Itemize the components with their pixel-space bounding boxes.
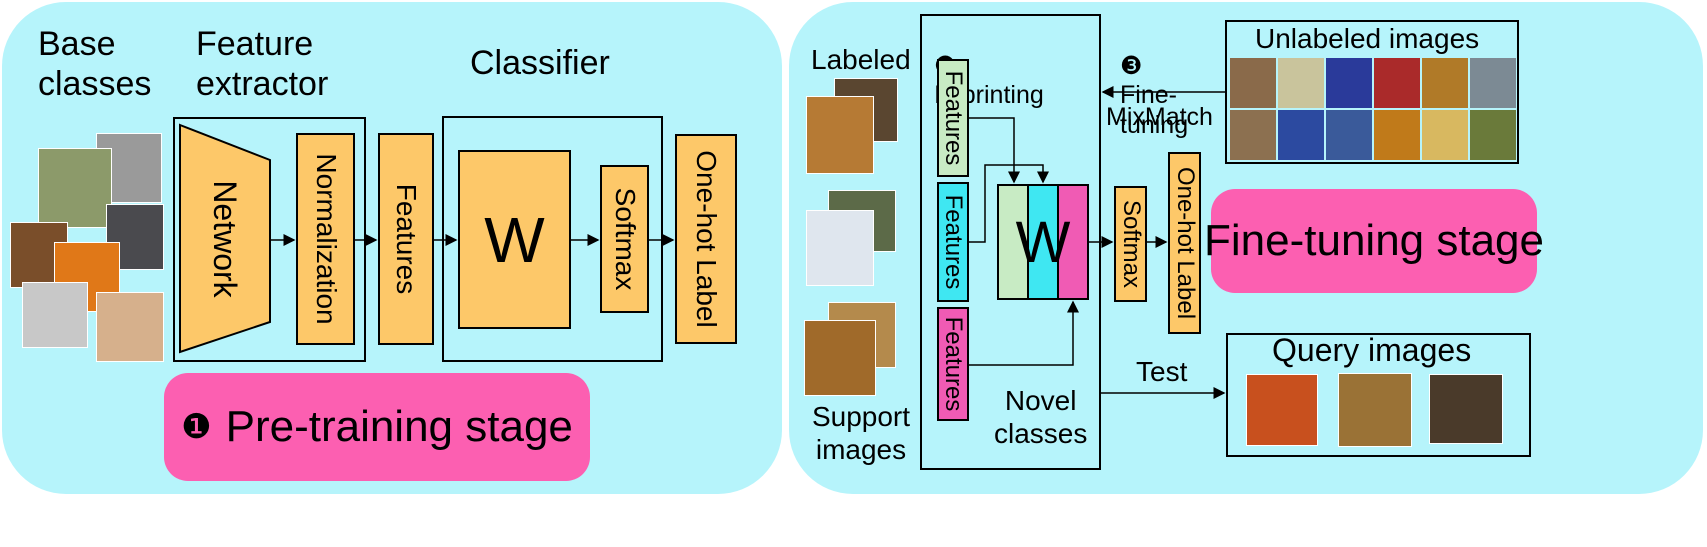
image-lion <box>804 320 876 396</box>
unlabeled-image <box>1470 58 1516 108</box>
unlabeled-image <box>1230 110 1276 160</box>
finetune-onehot-block: One-hot Label <box>1168 152 1201 334</box>
softmax-block: Softmax <box>600 165 649 313</box>
unlabeled-image <box>1470 110 1516 160</box>
unlabeled-image <box>1278 110 1324 160</box>
features-block-green: Features <box>937 59 969 177</box>
query-image-lion <box>1338 373 1412 447</box>
test-label: Test <box>1136 356 1188 387</box>
finetune-softmax-block: Softmax <box>1114 186 1147 302</box>
query-image-guitar <box>1429 374 1503 444</box>
novel-classes-label: Novel classes <box>994 385 1088 450</box>
unlabeled-image-grid <box>1230 58 1516 160</box>
onehot-label-block: One-hot Label <box>675 134 737 344</box>
query-images-label: Query images <box>1272 332 1472 368</box>
mixmatch-label: MixMatch <box>1106 103 1213 131</box>
query-images-box <box>1226 333 1531 457</box>
unlabeled-image <box>1374 110 1420 160</box>
query-image-bowl <box>1246 374 1318 446</box>
imprinted-w-label: W <box>1015 209 1071 275</box>
classifier-label: Classifier <box>470 44 610 82</box>
classifier-box <box>442 116 663 362</box>
image-bowl <box>806 210 874 286</box>
unlabeled-image <box>1422 110 1468 160</box>
normalization-block: Normalization <box>296 133 355 345</box>
features-block: Features <box>378 133 434 345</box>
feature-extractor-label: Feature extractor <box>196 25 329 104</box>
labeled-label: Labeled <box>811 44 911 75</box>
weight-column-pink <box>1059 186 1087 298</box>
unlabeled-image <box>1278 58 1324 108</box>
base-classes-label: Base classes <box>38 25 152 104</box>
weight-matrix-w: W <box>458 150 571 329</box>
unlabeled-image <box>1374 58 1420 108</box>
image-dog <box>38 148 112 228</box>
pretraining-stage-banner: ❶ Pre-training stage <box>164 373 590 481</box>
stage-1-marker: ❶ <box>181 408 212 446</box>
unlabeled-image <box>1230 58 1276 108</box>
image-guitar <box>806 96 874 174</box>
features-block-pink: Features <box>937 307 969 421</box>
weight-column-cyan <box>1029 186 1059 298</box>
unlabeled-image <box>1326 58 1372 108</box>
unlabeled-image <box>1326 110 1372 160</box>
unlabeled-image <box>1422 58 1468 108</box>
support-images-label: Support images <box>811 401 911 466</box>
image-sailboat <box>22 282 88 348</box>
features-block-cyan: Features <box>937 182 969 302</box>
finetuning-stage-banner: Fine-tuning stage <box>1204 189 1544 293</box>
stage-3-marker: ❸ <box>1120 51 1143 80</box>
finetune-step-label: ❸ Fine- tuning <box>1120 51 1189 139</box>
image-clog <box>96 292 164 362</box>
unlabeled-images-box <box>1225 20 1519 164</box>
unlabeled-images-label: Unlabeled images <box>1255 23 1480 54</box>
weight-column-green <box>999 186 1029 298</box>
imprinted-weight-matrix <box>997 184 1089 300</box>
